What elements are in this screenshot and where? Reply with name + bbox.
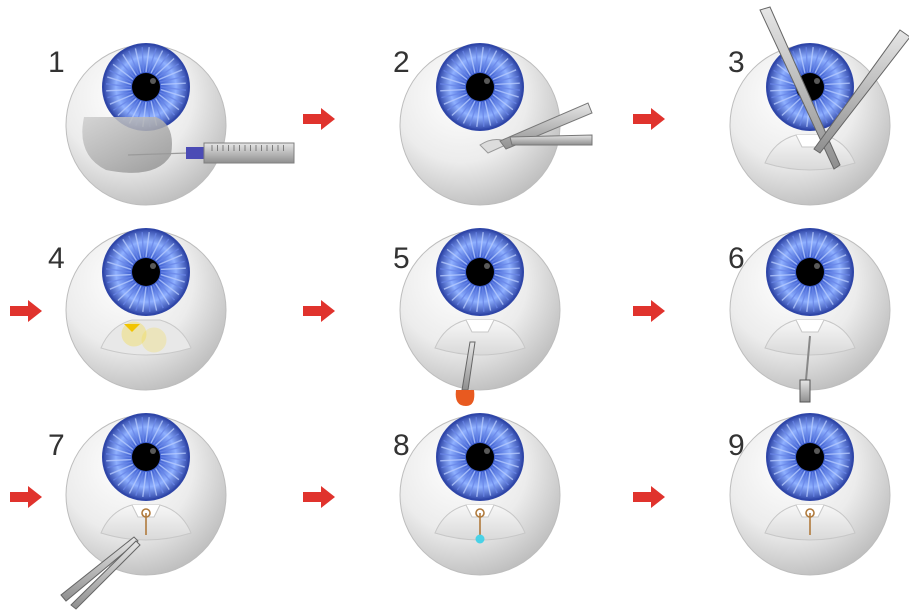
arrow-right-icon — [10, 486, 42, 508]
pupil — [466, 443, 494, 471]
step-8: 8 — [393, 414, 560, 575]
pupil — [132, 73, 160, 101]
step-6: 6 — [728, 229, 890, 402]
pupil-highlight — [150, 78, 156, 84]
pupil-highlight — [814, 448, 820, 454]
step-7: 7 — [48, 414, 226, 609]
arrow-right-icon — [303, 486, 335, 508]
arrow-right-icon — [10, 300, 42, 322]
cautery-mark — [142, 328, 166, 352]
pupil — [132, 258, 160, 286]
pupil-highlight — [814, 263, 820, 269]
step-number: 4 — [48, 242, 65, 275]
step-number: 1 — [48, 46, 65, 79]
step-number: 8 — [393, 429, 410, 462]
arrow-right-icon — [633, 486, 665, 508]
pupil-highlight — [814, 78, 820, 84]
arrow-right-icon — [633, 108, 665, 130]
drill-handle — [800, 380, 810, 402]
pupil-highlight — [484, 78, 490, 84]
trephine-cap — [456, 390, 475, 406]
syringe-hub — [186, 147, 204, 159]
implant-bulb — [476, 535, 485, 544]
pupil — [796, 443, 824, 471]
pupil — [466, 258, 494, 286]
step-number: 6 — [728, 242, 745, 275]
pupil-highlight — [484, 448, 490, 454]
step-number: 7 — [48, 429, 65, 462]
arrow-right-icon — [303, 300, 335, 322]
pupil-highlight — [150, 263, 156, 269]
pupil — [466, 73, 494, 101]
step-2: 2 — [393, 44, 592, 205]
step-number: 2 — [393, 46, 410, 79]
arrow-right-icon — [303, 108, 335, 130]
pupil-highlight — [150, 448, 156, 454]
step-4: 4 — [48, 229, 226, 390]
blade-lower — [510, 135, 592, 145]
step-5: 5 — [393, 229, 560, 406]
step-number: 3 — [728, 46, 745, 79]
arrow-right-icon — [633, 300, 665, 322]
pupil — [796, 258, 824, 286]
step-3: 3 — [728, 7, 909, 205]
pupil — [132, 443, 160, 471]
step-number: 9 — [728, 429, 745, 462]
step-9: 9 — [728, 414, 890, 575]
step-number: 5 — [393, 242, 410, 275]
step-1: 1 — [48, 44, 294, 205]
pupil-highlight — [484, 263, 490, 269]
